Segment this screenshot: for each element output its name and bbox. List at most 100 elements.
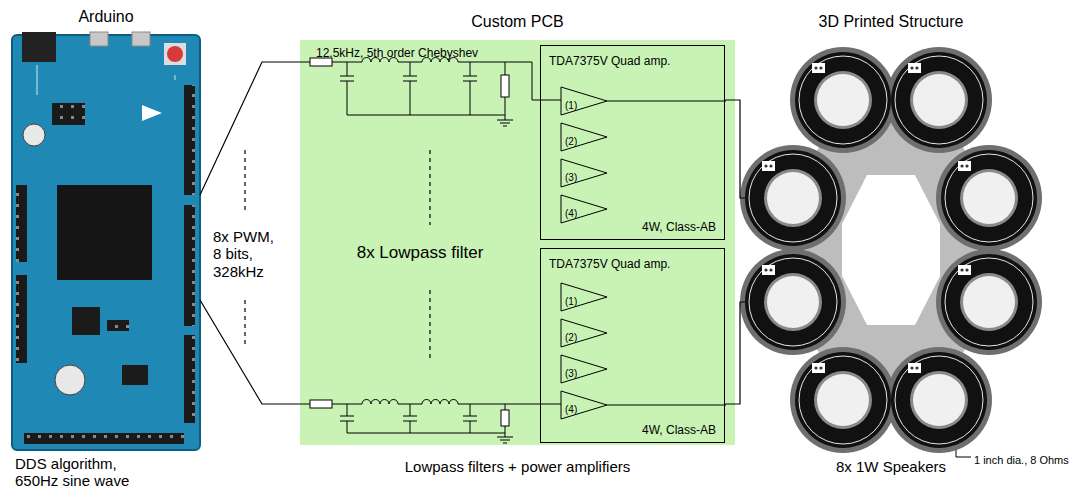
board-parts-part: [22, 32, 56, 62]
chip-name: TDA7375V Quad amp.: [549, 258, 670, 272]
chip-name-holder: TDA7375V Quad amp.: [549, 254, 670, 272]
signal-note-holder: 8x PWM, 8 bits, 328kHz: [213, 228, 279, 280]
pcb-ground: [300, 40, 735, 445]
channel-number-holder: (3): [565, 363, 577, 381]
lowpass-filter-bottom-part: [463, 404, 477, 433]
lowpass-filter-bottom: [300, 400, 561, 443]
amplifier-symbols-part-part: [607, 405, 726, 406]
lowpass-filter-top-part: [347, 62, 513, 126]
channel-number-holder: (2): [565, 131, 577, 149]
board-parts-part: [184, 85, 195, 195]
board-parts-part: [24, 433, 184, 444]
board-parts-part: [55, 365, 85, 395]
lowpass-filter-top-part: [501, 75, 509, 97]
board-parts-part: [57, 185, 152, 280]
channel-number-holder: (1): [565, 291, 577, 309]
channel-number-holder: (4): [565, 203, 577, 221]
signal-wire: [200, 300, 300, 404]
channel-number: (1): [565, 296, 577, 308]
speaker-structure-part-part: [790, 47, 896, 153]
column-title: Arduino: [78, 8, 133, 26]
amplifier-box: TDA7375V Quad amp. 4W, Class-AB (1) (2) (3) (…: [540, 248, 725, 443]
board-parts-part: [122, 365, 148, 385]
lowpass-filter-bottom-part: [310, 400, 332, 408]
caption-text-holder: Lowpass filters + power amplifiers: [200, 458, 835, 476]
channel-number: (4): [565, 404, 577, 416]
board-parts-part: [142, 105, 162, 121]
amplifier-symbols-part: [561, 87, 726, 223]
speaker-structure-part: [891, 52, 987, 148]
board-parts-part: [16, 275, 27, 363]
speaker-structure-part: [795, 52, 891, 148]
lowpass-filter-top-part: [463, 62, 477, 115]
amp-rating: 4W, Class-AB: [642, 221, 716, 235]
arduino-node: ArduinoDDS algorithm, 650Hz sine wave: [12, 35, 200, 450]
caption-text: DDS algorithm, 650Hz sine wave: [15, 455, 145, 490]
channel-number: (4): [565, 208, 577, 220]
board-parts-part: [132, 32, 150, 46]
speaker-structure-part-part: [886, 47, 992, 153]
lowpass-filter-top-part: [300, 62, 561, 100]
lowpass-filter-top-part: [403, 62, 417, 115]
speaker-spec: 1 inch dia., 8 Ohms: [974, 454, 1069, 467]
channel-number-holder: (4): [565, 399, 577, 417]
lowpass-filter-bottom-part: [347, 404, 513, 443]
lowpass-filter-top-part: [340, 62, 354, 115]
chip-name-holder: TDA7375V Quad amp.: [549, 51, 670, 69]
board-parts-part: [164, 43, 186, 65]
caption-text: 8x 1W Speakers: [836, 458, 946, 475]
signal-note: 8x PWM, 8 bits, 328kHz: [213, 228, 279, 280]
speaker-structure-part: [745, 254, 841, 350]
filter-spec-holder: 12.5kHz, 5th order Chebyshev: [316, 43, 478, 61]
lowpass-filter-top: [300, 58, 561, 127]
amp-rating-holder: 4W, Class-AB: [642, 217, 716, 235]
pcb-node: Custom PCBLowpass filters + power amplif…: [300, 40, 735, 445]
speaker-structure: [745, 38, 1037, 462]
channel-number-holder: (1): [565, 95, 577, 113]
lowpass-filter-bottom-part: [340, 404, 354, 433]
filter-count: 8x Lowpass filter: [357, 243, 484, 263]
chip-name: TDA7375V Quad amp.: [549, 55, 670, 69]
speaker-structure-part: [941, 254, 1037, 350]
caption-text: Lowpass filters + power amplifiers: [405, 458, 631, 475]
speaker-structure-part-part: [790, 347, 896, 453]
amp-rating: 4W, Class-AB: [642, 424, 716, 438]
arduino-board: [12, 35, 200, 450]
speaker-spec-holder: 1 inch dia., 8 Ohms: [974, 450, 1069, 468]
channel-number-holder: (3): [565, 167, 577, 185]
column-title-holder: Arduino: [0, 8, 300, 26]
lowpass-filter-bottom-part: [362, 400, 398, 404]
board-parts-part: [184, 205, 195, 326]
board-parts-part: [184, 335, 195, 423]
speaker-structure-part: [740, 47, 1042, 453]
board-parts-part: [37, 65, 175, 95]
column-title-holder: Custom PCB: [200, 13, 835, 31]
board-parts-part: [12, 35, 200, 450]
board-parts: [12, 32, 200, 450]
lowpass-filter-bottom-part: [422, 400, 458, 404]
board-parts-part: [23, 124, 45, 146]
lowpass-filter-bottom-part: [403, 404, 417, 433]
amplifier-symbols-part: [561, 283, 726, 419]
structure-node: 3D Printed Structure8x 1W Speakers: [745, 38, 1037, 462]
column-title: Custom PCB: [471, 13, 563, 31]
speaker-structure-part-part: [740, 145, 846, 251]
speaker-structure-part-part: [886, 347, 992, 453]
board-parts-part: [72, 307, 100, 335]
speaker-structure-part: [842, 175, 940, 325]
speaker-structure-part: [941, 150, 1037, 246]
signal-wire: [200, 62, 300, 195]
speaker-structure-part: [891, 352, 987, 448]
channel-number: (3): [565, 368, 577, 380]
column-title-holder: 3D Printed Structure: [645, 13, 1083, 31]
board-parts-part: [52, 103, 85, 125]
channel-number: (3): [565, 172, 577, 184]
filter-spec: 12.5kHz, 5th order Chebyshev: [316, 47, 478, 61]
speaker-structure-part-part: [740, 249, 846, 355]
channel-number-holder: (2): [565, 327, 577, 345]
speaker-structure-part: [745, 150, 841, 246]
board-parts-part: [167, 46, 183, 62]
board-parts-part: [16, 185, 27, 262]
amplifier-symbols-part-part: [561, 87, 607, 223]
